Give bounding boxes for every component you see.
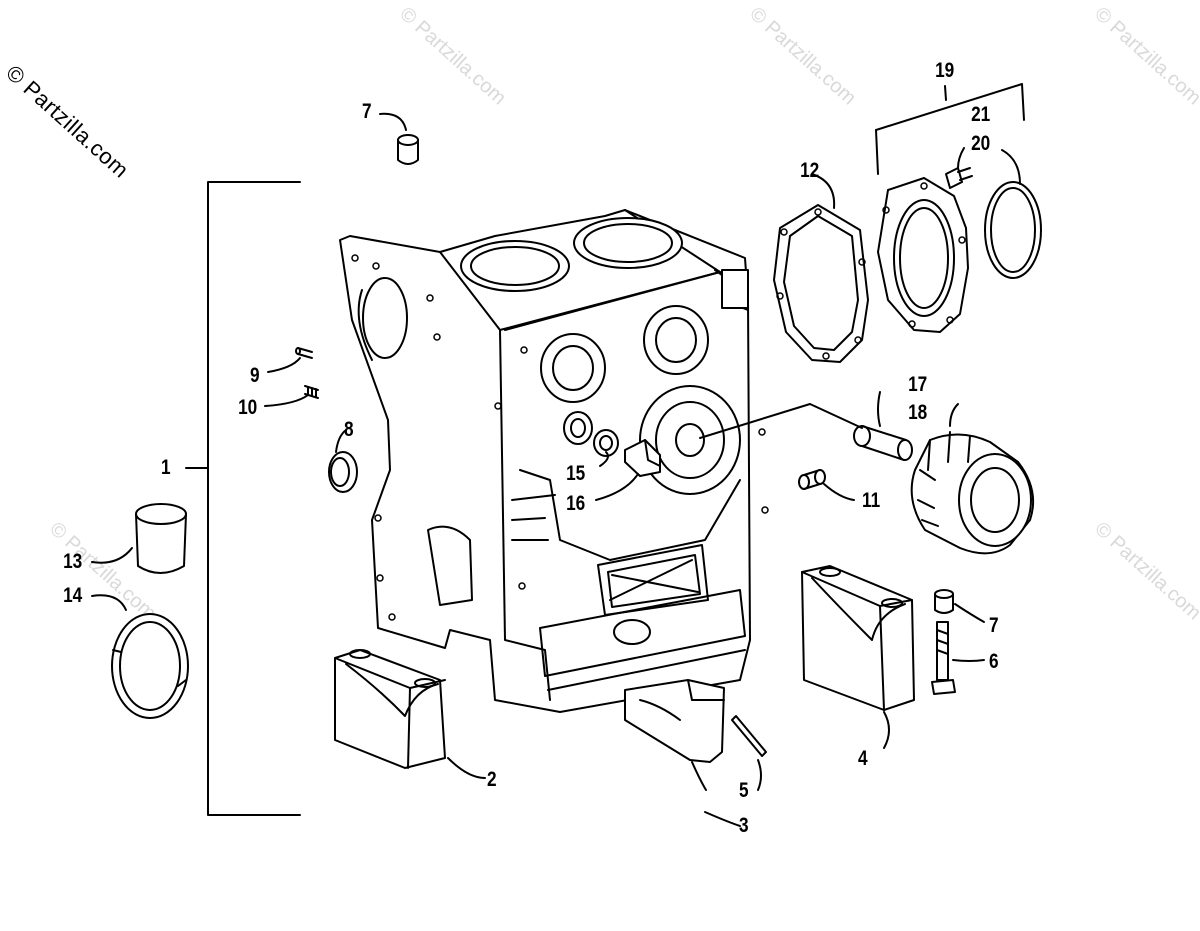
- part-17-filter-nipple: [699, 391, 913, 461]
- callout-6: 6: [989, 650, 999, 673]
- part-12-gasket: [773, 173, 869, 363]
- part-3-bearing-cap: [624, 679, 741, 827]
- callout-7-top: 7: [362, 100, 372, 123]
- callout-8: 8: [344, 418, 354, 441]
- part-11-pin: [798, 469, 855, 501]
- part-15-o-ring: [593, 429, 619, 457]
- callout-7-right: 7: [989, 614, 999, 637]
- part-10-dowel-pin: [264, 385, 319, 407]
- callout-16: 16: [566, 492, 586, 515]
- part-8-bushing: [328, 429, 358, 493]
- callout-4: 4: [858, 747, 868, 770]
- callout-14: 14: [63, 584, 83, 607]
- callout-21: 21: [971, 103, 991, 126]
- part-2-bearing-cap: [334, 649, 486, 779]
- callout-17: 17: [908, 373, 928, 396]
- callout-3: 3: [739, 814, 749, 837]
- callout-2: 2: [487, 768, 497, 791]
- part-14-thrust-washer: [91, 594, 189, 719]
- callout-15: 15: [566, 462, 586, 485]
- part-16-plug: [595, 439, 661, 501]
- callout-13: 13: [63, 550, 83, 573]
- part-4-bearing-cap: [801, 565, 915, 749]
- part-9-dowel-pin: [267, 347, 313, 373]
- callout-18: 18: [908, 401, 928, 424]
- assembly-bracket: [185, 181, 301, 816]
- part-21-bolt: [945, 147, 973, 189]
- part-7-sleeve-right: [934, 589, 985, 623]
- callout-19: 19: [935, 59, 955, 82]
- callout-1: 1: [161, 456, 171, 479]
- crankcase-block: [339, 209, 769, 713]
- callout-10: 10: [238, 396, 258, 419]
- callout-12: 12: [800, 159, 820, 182]
- callout-5: 5: [739, 779, 749, 802]
- part-19-bracket: [875, 83, 1025, 175]
- part-7-sleeve-top: [379, 112, 419, 165]
- callout-9: 9: [250, 364, 260, 387]
- part-5-key: [731, 715, 767, 791]
- part-13-bearing-sleeve: [91, 503, 187, 574]
- part-18-oil-filter: [910, 403, 1035, 555]
- part-19-cover: [877, 177, 969, 333]
- part-20-oil-seal: [984, 149, 1042, 279]
- part-6-bolt: [931, 621, 985, 695]
- callout-11: 11: [861, 489, 881, 512]
- callout-20: 20: [971, 132, 991, 155]
